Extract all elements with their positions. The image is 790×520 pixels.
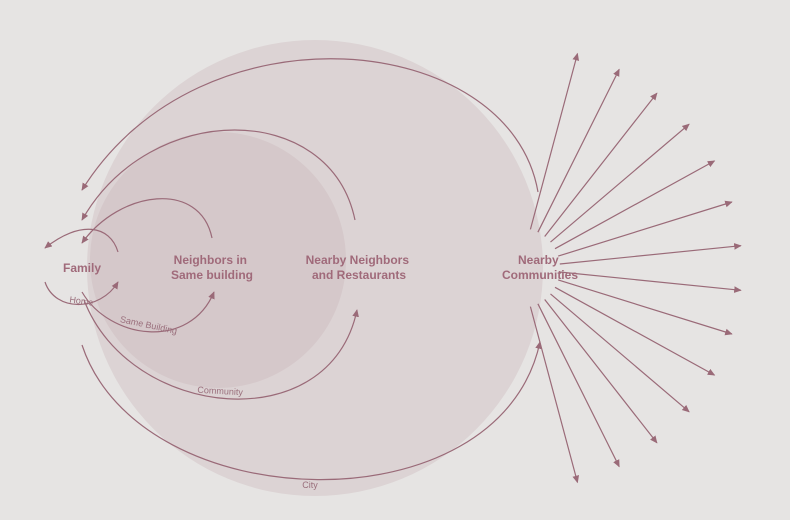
outward-arrow: [559, 243, 742, 265]
communities-label: Nearby Communities: [502, 253, 578, 282]
home-arc-label: Home: [69, 294, 94, 307]
family-label: Family: [63, 261, 101, 275]
neighborhood-circle: [90, 132, 346, 388]
communities-label-line1: Nearby: [518, 253, 559, 267]
outward-arrow: [550, 293, 690, 413]
city-arc-bottom: [81, 341, 542, 481]
community-arc-top: [81, 129, 356, 221]
community-arc-bottom: [83, 299, 359, 400]
outward-arrow: [554, 160, 716, 250]
communities-label-line2: Communities: [502, 268, 578, 282]
home-arc-bottom: [44, 281, 119, 305]
outward-arrow: [544, 299, 658, 444]
building-label-line2: Same building: [171, 268, 253, 282]
community-arc-label: Community: [197, 385, 243, 397]
same-building-arc-top: [81, 198, 213, 244]
outward-arrow: [554, 286, 716, 376]
outward-arrow: [537, 68, 620, 233]
restaurants-label: Nearby Neighbors and Restaurants: [306, 253, 413, 282]
outward-arrow: [559, 271, 742, 293]
outward-arrow: [558, 200, 733, 257]
building-label-line1: Neighbors in: [174, 253, 247, 267]
home-arc-top: [44, 228, 119, 253]
outward-arrow: [529, 306, 580, 484]
outward-arrows: [529, 52, 742, 484]
outward-arrow: [529, 52, 580, 230]
same-building-arc-bottom: [81, 291, 215, 333]
outward-arrow: [544, 92, 658, 237]
restaurants-label-line1: Nearby Neighbors: [306, 253, 410, 267]
city-arc-top: [81, 58, 539, 193]
restaurants-label-line2: and Restaurants: [312, 268, 406, 282]
outward-arrow: [558, 279, 733, 336]
outward-arrow: [537, 303, 620, 468]
building-label: Neighbors in Same building: [171, 253, 253, 282]
outward-arrow: [550, 123, 690, 243]
city-arc-label: City: [302, 480, 318, 490]
